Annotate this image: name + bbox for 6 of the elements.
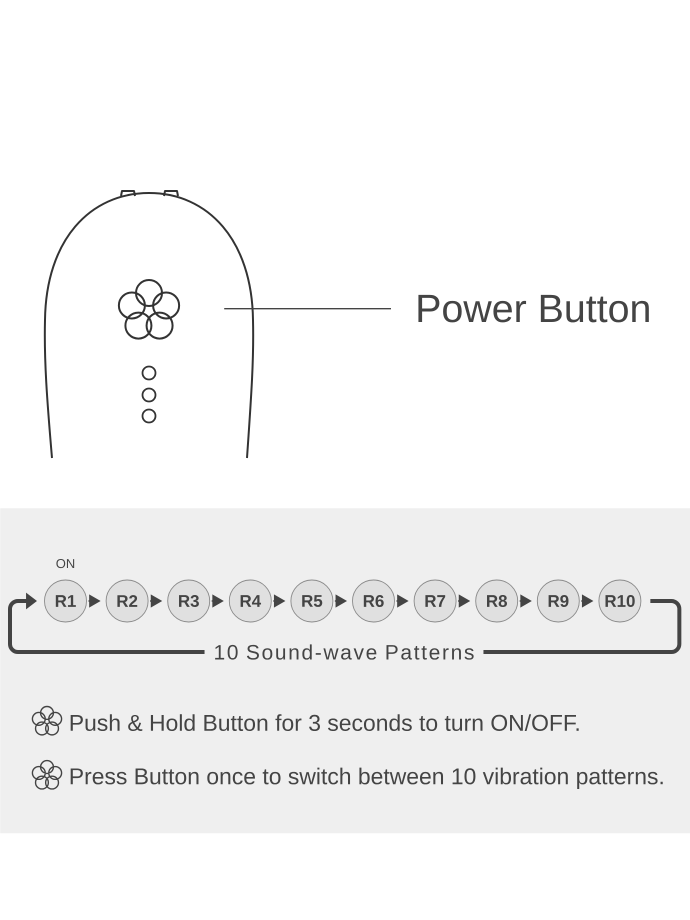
- flower-button: [118, 279, 180, 340]
- edge-label: 10 Sound-wave Patterns: [204, 640, 484, 664]
- instruction-text: Push & Hold Button for 3 seconds to turn ON/OFF.: [70, 714, 579, 732]
- instruction-text: Press Button once to switch between 10 vibration patterns.: [70, 768, 663, 789]
- state-label: ON: [56, 558, 74, 568]
- callout-text: Power Button: [418, 294, 649, 322]
